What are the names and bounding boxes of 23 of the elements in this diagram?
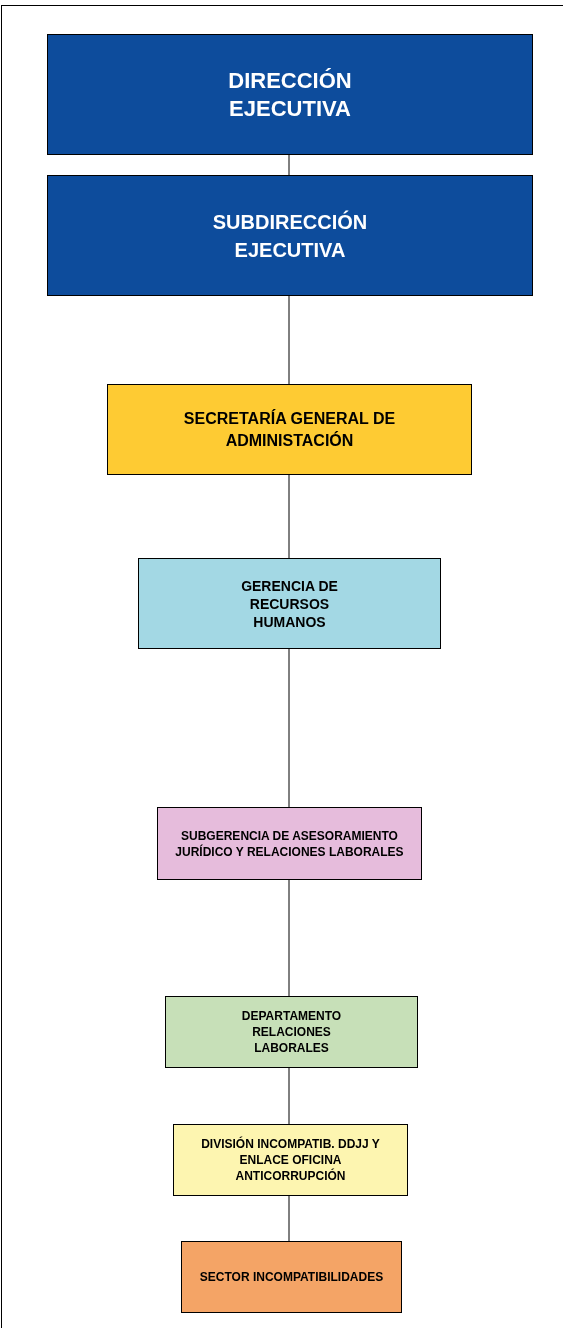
org-box (47, 34, 533, 155)
org-box (47, 175, 533, 296)
box-title: SECTOR INCOMPATIBILIDADES (199, 1269, 384, 1285)
connector-line (288, 1195, 290, 1242)
connector-line (288, 295, 290, 385)
box-title: SUBGERENCIA DE ASESORAMIENTO JURÍDICO Y RELACIONES LABORALES (174, 827, 405, 860)
org-box (107, 384, 472, 475)
org-box (138, 558, 441, 649)
org-box (165, 996, 418, 1068)
connector-line (288, 154, 290, 176)
org-box (157, 807, 422, 880)
box-title: DIRECCIÓN EJECUTIVA (227, 66, 353, 123)
org-box (173, 1124, 408, 1196)
box-title: SUBDIRECCIÓN EJECUTIVA (211, 209, 369, 263)
box-title: SECRETARÍA GENERAL DE ADMINISTACIÓN (182, 408, 397, 451)
connector-line (288, 1067, 290, 1125)
box-title: DIVISIÓN INCOMPATIB. DDJJ Y ENLACE OFICINA ANTICORRUPCIÓN (200, 1136, 381, 1184)
box-title: GERENCIA DE RECURSOS HUMANOS (240, 576, 339, 631)
connector-line (288, 879, 290, 997)
box-title: DEPARTAMENTO RELACIONES LABORALES (240, 1008, 343, 1056)
connector-line (288, 474, 290, 559)
org-box (181, 1241, 402, 1313)
connector-line (288, 648, 290, 808)
